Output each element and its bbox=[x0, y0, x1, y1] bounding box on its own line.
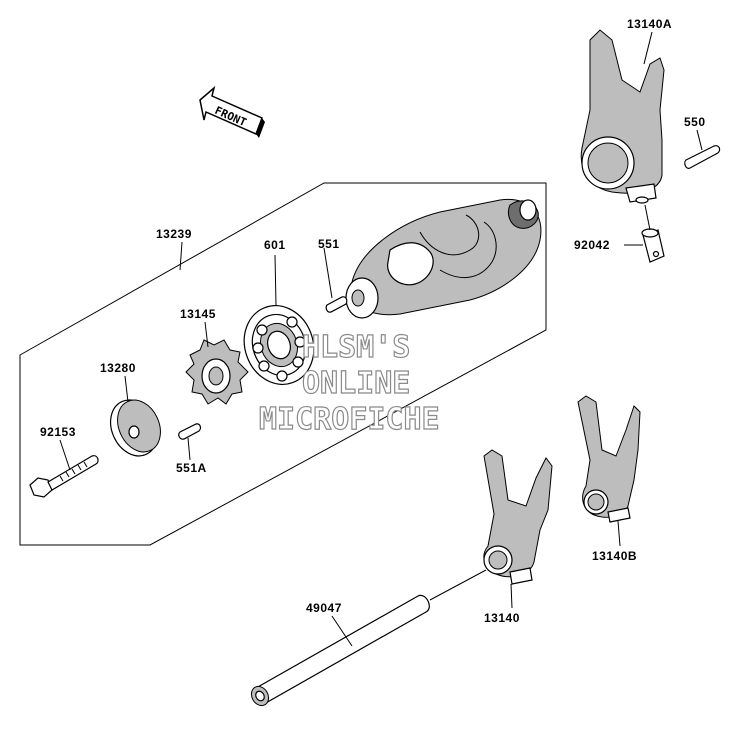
watermark-line-1: HLSM'S bbox=[302, 330, 410, 365]
shift-fork-13140 bbox=[483, 449, 553, 609]
label-49047: 49047 bbox=[306, 601, 342, 615]
shift-fork-13140B bbox=[577, 395, 641, 547]
label-13280: 13280 bbox=[100, 361, 136, 375]
pin-92042 bbox=[624, 204, 665, 263]
pin-551 bbox=[323, 247, 348, 313]
watermark: HLSM'S ONLINE MICROFICHE bbox=[258, 329, 440, 437]
pin-551A bbox=[178, 423, 202, 461]
label-13140B: 13140B bbox=[592, 549, 637, 563]
pin-550 bbox=[684, 129, 721, 169]
label-13140A: 13140A bbox=[627, 17, 672, 31]
bolt-92153 bbox=[29, 439, 99, 498]
shift-rod-49047 bbox=[250, 569, 487, 707]
label-551A: 551A bbox=[176, 461, 207, 475]
watermark-line-3: MICROFICHE bbox=[259, 402, 440, 437]
label-13239: 13239 bbox=[156, 227, 192, 241]
gear-13145 bbox=[185, 321, 249, 405]
label-13140: 13140 bbox=[484, 611, 520, 625]
shift-drum bbox=[345, 198, 542, 319]
label-92042: 92042 bbox=[574, 238, 610, 252]
label-601: 601 bbox=[264, 238, 286, 252]
label-551: 551 bbox=[318, 237, 340, 251]
label-92153: 92153 bbox=[40, 425, 76, 439]
label-550: 550 bbox=[684, 115, 706, 129]
plate-13280 bbox=[109, 375, 161, 457]
shift-fork-13140A bbox=[580, 29, 665, 204]
bearing-601 bbox=[243, 254, 315, 385]
label-13145: 13145 bbox=[180, 307, 216, 321]
assembly-outline bbox=[19, 182, 547, 546]
front-arrow-icon: FRONT bbox=[199, 85, 265, 138]
watermark-line-2: ONLINE bbox=[302, 366, 410, 401]
